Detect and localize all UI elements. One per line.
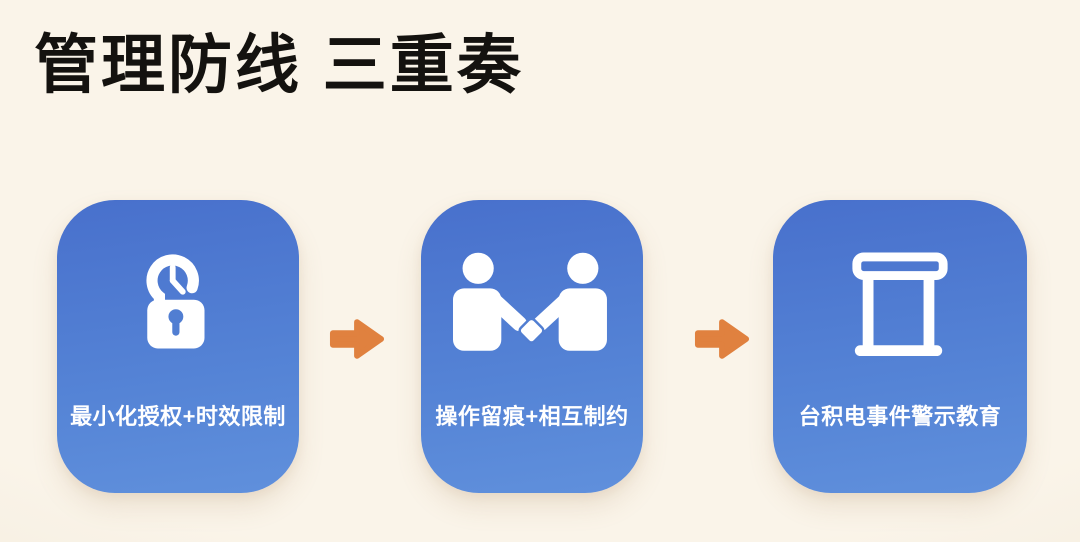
right-arrow-icon — [329, 316, 385, 362]
time-lock-icon — [57, 252, 299, 358]
card-operation-trace: 操作留痕+相互制约 — [421, 200, 643, 493]
right-arrow-icon — [694, 316, 750, 362]
handshake-icon — [421, 252, 643, 351]
card-label: 台积电事件警示教育 — [798, 404, 1002, 429]
card-tsmc-warning: 台积电事件警示教育 — [773, 200, 1027, 493]
card-label: 最小化授权+时效限制 — [70, 404, 286, 429]
podium-icon — [773, 252, 1027, 358]
card-min-authorization: 最小化授权+时效限制 — [57, 200, 299, 493]
card-label: 操作留痕+相互制约 — [435, 404, 629, 429]
page-title: 管理防线 三重奏 — [34, 29, 524, 101]
